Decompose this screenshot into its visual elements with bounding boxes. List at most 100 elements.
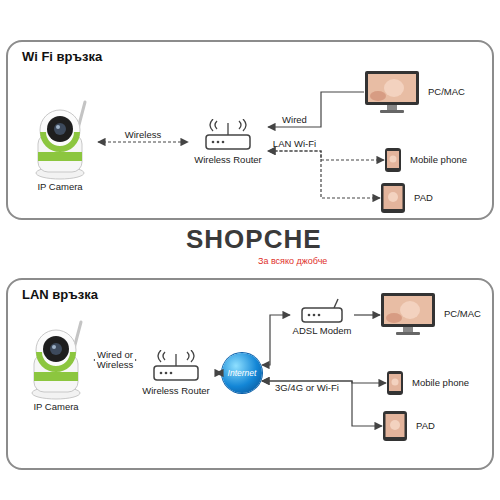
device-label: PC/MAC (444, 309, 481, 320)
camera-icon-part (50, 343, 62, 355)
device-label: Internet (228, 368, 257, 378)
camera-icon-part (21, 320, 91, 400)
brand-slogan: За всяко джобче (258, 256, 327, 266)
connector-label: 3G/4G or Wi-Fi (275, 383, 339, 393)
phone-icon-part (392, 379, 399, 386)
section-panel: Wi Fi връзкаIP CameraWireless RouterPC/M… (6, 40, 494, 220)
device-label: ADSL Modem (293, 326, 352, 337)
router-device: Wireless Router (136, 350, 216, 398)
pad-icon-part (390, 420, 400, 430)
monitor-icon-part (384, 79, 404, 97)
modem-icon-part (302, 308, 342, 322)
monitor-icon-part (386, 313, 402, 323)
router-device: Wireless Router (188, 119, 268, 167)
router-icon-part (222, 141, 225, 144)
phone-device: Mobile phone (384, 147, 489, 173)
monitor-icon-part (396, 332, 420, 335)
connector-label: Wireless (125, 130, 161, 140)
router-icon-part (165, 372, 168, 375)
wired-connector (268, 92, 364, 127)
camera-icon-part (54, 123, 66, 135)
pad-icon-part (381, 183, 405, 213)
monitor-icon-part (400, 301, 420, 319)
router-icon-part (210, 119, 213, 131)
device-label: Wireless Router (142, 386, 210, 397)
monitor-icon-part (384, 296, 432, 324)
pad-device: PAD (380, 182, 485, 214)
modem-icon (300, 298, 344, 324)
pad-icon-part (388, 192, 398, 202)
monitor-icon-part (403, 327, 413, 332)
monitor-device: PC/MAC (364, 70, 488, 114)
router-icon-part (154, 366, 198, 380)
monitor-icon-part (365, 71, 419, 105)
pad-icon-part (382, 410, 408, 442)
router-icon-part (217, 141, 220, 144)
router-icon-part (212, 141, 215, 144)
brand-logo: SHOPCHE (186, 224, 322, 255)
device-label: IP Camera (37, 182, 82, 193)
phone-icon-part (389, 374, 401, 391)
phone-icon-part (390, 156, 397, 163)
modem-icon-part (300, 298, 344, 324)
camera-icon-part (25, 100, 95, 180)
monitor-icon (380, 292, 436, 336)
camera-icon-part (56, 125, 60, 129)
section-title: LAN връзка (22, 287, 98, 302)
camera-icon-part (34, 372, 78, 381)
router-icon-part (191, 350, 194, 362)
router-icon-part (170, 372, 173, 375)
camera-icon (21, 320, 91, 400)
pad-icon-part (386, 414, 405, 437)
phone-icon-part (384, 147, 402, 173)
router-icon-part (187, 352, 189, 360)
section-panel: LAN връзкаIP CameraWireless RouterIntern… (6, 278, 494, 470)
device-label: Mobile phone (412, 378, 469, 389)
device-label: PAD (416, 421, 435, 432)
modem-icon-part (318, 314, 321, 317)
router-icon-part (158, 350, 161, 362)
connector-label: LAN Wi-Fi (273, 139, 316, 149)
pad-icon-part (383, 411, 407, 441)
wireless-connector (268, 151, 380, 198)
monitor-icon-part (380, 292, 436, 336)
phone-icon-part (385, 148, 401, 172)
router-icon-part (239, 121, 241, 129)
monitor-icon (364, 70, 420, 114)
wireless-connector (268, 151, 384, 160)
phone-icon-part (387, 371, 403, 395)
monitor-icon-part (380, 110, 404, 113)
phone-icon-part (386, 370, 404, 396)
pad-icon-part (384, 186, 403, 209)
camera-icon-part (43, 336, 69, 362)
wired-connector (262, 315, 290, 365)
router-icon-part (243, 119, 246, 131)
router-icon-part (151, 350, 201, 384)
monitor-icon-part (370, 91, 386, 101)
monitor-icon-part (381, 293, 435, 327)
wired-connector (216, 372, 222, 373)
modem-device: ADSL Modem (290, 298, 354, 338)
connector-label: Wired or Wireless (95, 349, 135, 372)
monitor-icon-part (387, 105, 397, 110)
phone-icon (384, 147, 402, 173)
modem-icon-part (313, 314, 316, 317)
camera-icon (25, 100, 95, 180)
camera-icon-part (47, 116, 73, 142)
pad-icon-part (380, 182, 406, 214)
router-icon-part (206, 135, 250, 149)
router-icon-part (215, 121, 217, 129)
wireless-connector (98, 141, 188, 142)
router-icon (203, 119, 253, 153)
router-icon-part (163, 352, 165, 360)
monitor-icon-part (368, 74, 416, 102)
router-icon (151, 350, 201, 384)
camera-device: IP Camera (22, 100, 98, 196)
device-label: Wireless Router (194, 155, 262, 166)
device-label: PC/MAC (428, 87, 465, 98)
device-label: PAD (414, 193, 433, 204)
wired-connector (262, 381, 382, 426)
connector-label: Wired (282, 115, 307, 125)
pad-device: PAD (382, 410, 487, 442)
